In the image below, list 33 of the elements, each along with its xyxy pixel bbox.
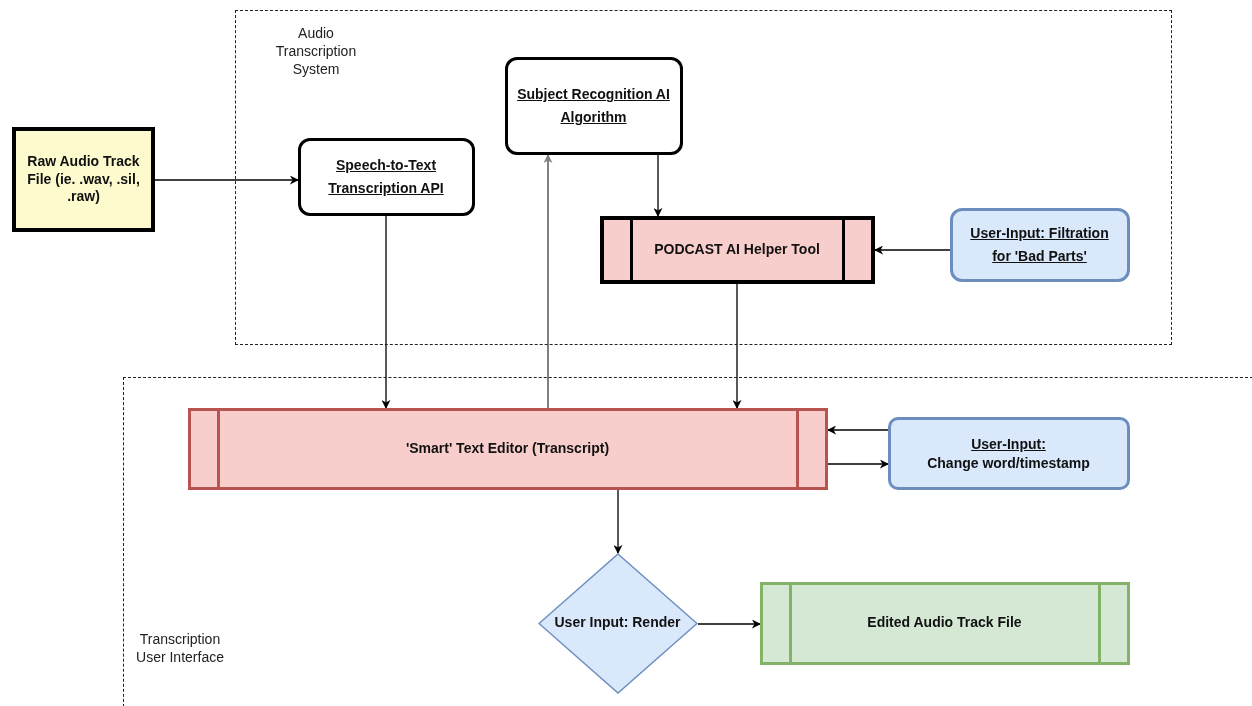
arrow bbox=[154, 175, 299, 185]
group-boundary bbox=[235, 10, 1172, 345]
node-label: 'Smart' Text Editor (Transcript) bbox=[405, 439, 610, 458]
node-label: Edited Audio Track File bbox=[867, 614, 1022, 632]
process-box bbox=[12, 127, 155, 232]
node-label: Change word/timestamp bbox=[927, 455, 1090, 473]
arrow bbox=[827, 425, 889, 435]
arrow bbox=[697, 619, 761, 629]
node-label: User Input: Render bbox=[554, 614, 681, 632]
node-label: Subject Recognition AI Algorithm bbox=[516, 85, 671, 127]
arrow bbox=[381, 215, 391, 409]
arrow bbox=[874, 245, 951, 255]
node-label: PODCAST AI Helper Tool bbox=[654, 240, 820, 259]
group-boundary bbox=[123, 377, 1252, 706]
node-label: Speech-to-Text Transcription API bbox=[327, 156, 445, 198]
group-label: Transcription User Interface bbox=[135, 630, 225, 667]
process-box bbox=[949, 207, 1130, 282]
node-label: Raw Audio Track File (ie. .wav, .sil, .raw) bbox=[26, 153, 141, 206]
decision-diamond bbox=[537, 552, 698, 694]
arrow bbox=[543, 154, 553, 409]
group-label: Audio Transcription System bbox=[274, 24, 358, 79]
node-label: User-Input: Filtration for 'Bad Parts' bbox=[969, 224, 1110, 266]
arrow bbox=[827, 459, 889, 469]
arrow bbox=[653, 154, 663, 217]
process-box bbox=[759, 581, 1130, 665]
process-box bbox=[187, 407, 828, 490]
node-label: User-Input: bbox=[971, 435, 1046, 455]
process-box bbox=[887, 416, 1130, 490]
process-box bbox=[297, 137, 475, 216]
process-box bbox=[599, 215, 875, 284]
process-box bbox=[504, 56, 683, 155]
arrow bbox=[613, 489, 623, 554]
arrow bbox=[732, 283, 742, 409]
